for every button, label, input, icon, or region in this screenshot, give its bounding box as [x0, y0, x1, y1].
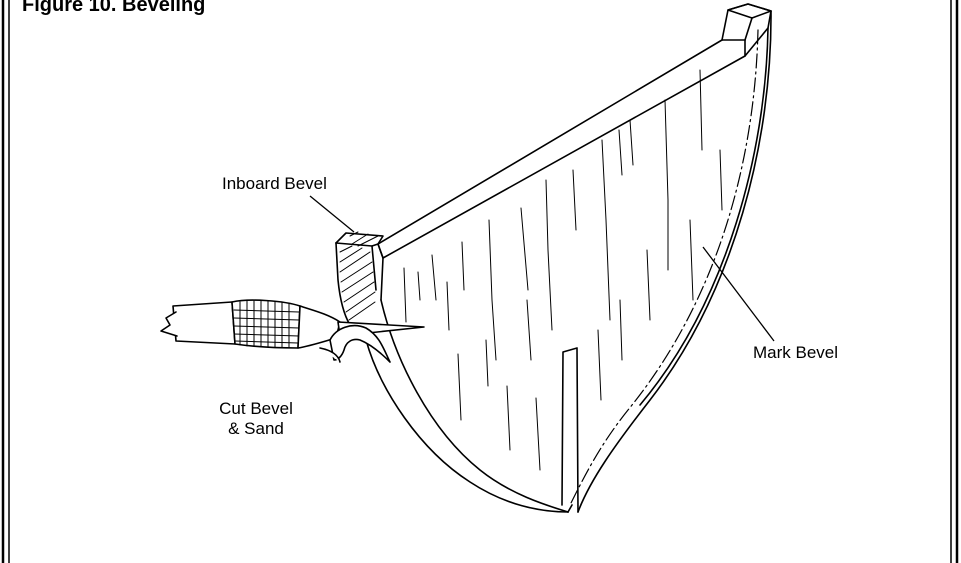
- bulkhead-drawing: [335, 3, 772, 513]
- label-mark-bevel: Mark Bevel: [753, 343, 839, 362]
- hobby-knife-icon: [160, 299, 425, 363]
- label-inboard-bevel: Inboard Bevel: [222, 174, 327, 193]
- leader-lines: [309, 195, 775, 342]
- figure-title: Figure 10. Beveling: [22, 0, 206, 16]
- label-cut-bevel-line2: & Sand: [228, 419, 284, 438]
- label-cut-bevel-line1: Cut Bevel: [219, 399, 293, 418]
- label-cut-bevel-sand: Cut Bevel & Sand: [211, 399, 301, 439]
